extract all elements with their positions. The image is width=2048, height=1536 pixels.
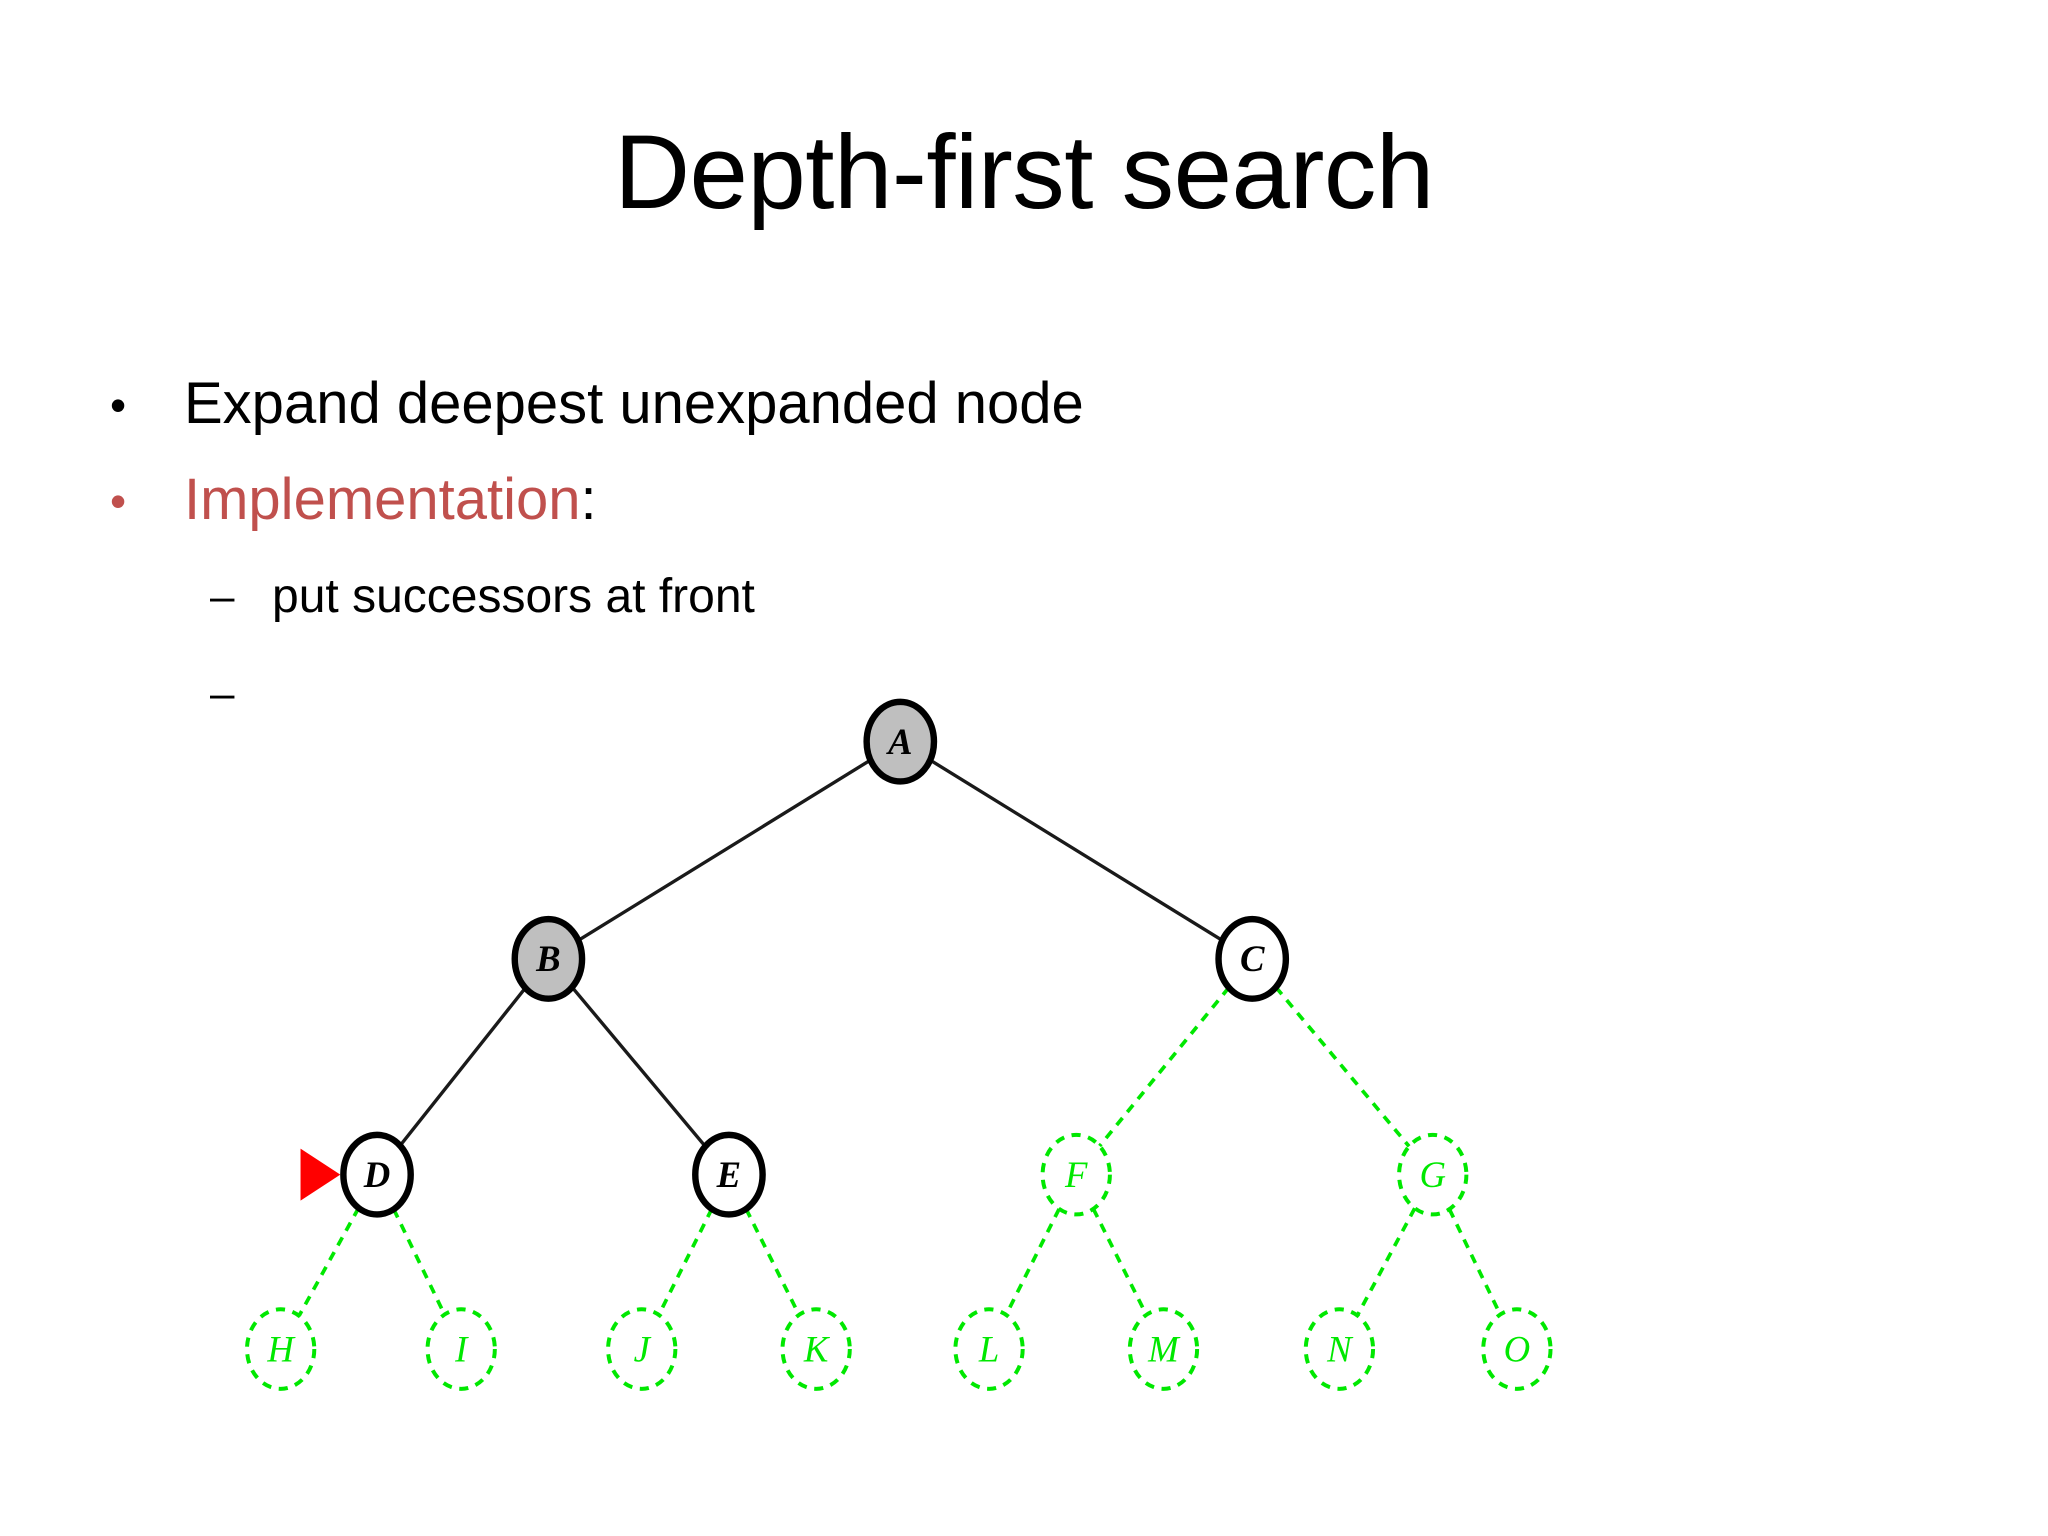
tree-node-H[interactable]: H [245,1307,317,1391]
node-shape-C [1215,915,1290,1002]
dash-marker-icon: – [210,571,235,621]
list-item: • Expand deepest unexpanded node [110,370,1910,438]
bullet-text-implementation-colon: : [580,467,597,533]
list-item: • Implementation: [110,466,1910,534]
list-item: – put successors at front [210,569,1910,624]
node-label-D: D [363,1154,391,1195]
node-label-K: K [803,1328,831,1369]
node-label-M: M [1147,1328,1181,1369]
node-label-B: B [535,938,561,979]
node-shape-F [1040,1132,1112,1217]
tree-node-D[interactable]: D [340,1131,414,1218]
node-label-L: L [978,1328,999,1369]
tree-node-M[interactable]: M [1127,1307,1200,1391]
tree-edge-A-B [577,758,872,942]
search-tree-svg: A B C D E F G H I J K L M N O [245,698,1553,1391]
tree-edge-D-H [297,1207,361,1317]
node-shape-O [1481,1307,1553,1391]
node-label-I: I [454,1328,469,1369]
tree-node-J[interactable]: J [606,1307,678,1391]
node-shape-L [953,1307,1025,1391]
tree-node-F[interactable]: F [1040,1132,1112,1217]
node-label-H: H [266,1328,296,1369]
tree-node-G[interactable]: G [1397,1132,1469,1217]
bullet-marker-icon: • [110,379,127,431]
node-shape-I [425,1307,497,1391]
tree-node-C[interactable]: C [1215,915,1290,1002]
search-tree-figure: A B C D E F G H I J K L M N O [120,575,1650,1505]
tree-node-L[interactable]: L [953,1307,1025,1391]
tree-edge-layer [297,758,1502,1317]
node-shape-D [340,1131,414,1218]
node-label-O: O [1504,1328,1531,1369]
tree-node-layer: A B C D E F G H I J K L M N O [245,698,1553,1391]
tree-edge-E-K [744,1208,801,1316]
node-shape-B [511,915,586,1002]
bullet-list: • Expand deepest unexpanded node • Imple… [110,370,1910,758]
node-shape-M [1127,1307,1200,1391]
tree-edge-E-J [657,1208,714,1316]
tree-edge-G-N [1355,1207,1417,1317]
page-title: Depth-first search [614,114,1434,231]
node-label-N: N [1326,1328,1354,1369]
tree-node-E[interactable]: E [692,1131,766,1218]
bullet-marker-icon: • [110,475,127,528]
node-shape-A [863,698,938,785]
tree-edge-F-L [1004,1208,1061,1316]
sub-bullet-list: – put successors at front – [210,569,1910,716]
current-node-pointer-icon [300,1148,341,1201]
tree-node-K[interactable]: K [780,1307,852,1391]
tree-node-O[interactable]: O [1481,1307,1553,1391]
node-label-G: G [1419,1154,1446,1195]
node-shape-E [692,1131,766,1218]
node-shape-G [1397,1132,1469,1217]
bullet-text-implementation: Implementation [184,467,581,533]
tree-edge-D-I [392,1208,447,1316]
dash-marker-icon: – [210,669,235,719]
sub-bullet-text-put-successors: put successors at front [272,569,755,623]
tree-node-I[interactable]: I [425,1307,497,1391]
node-label-F: F [1064,1154,1088,1195]
node-shape-N [1303,1307,1376,1391]
node-label-A: A [886,721,913,762]
node-shape-J [606,1307,678,1391]
bullet-text-expand-deepest: Expand deepest unexpanded node [184,371,1084,436]
tree-edge-A-C [929,758,1224,942]
node-label-J: J [634,1328,652,1369]
node-shape-H [245,1307,317,1391]
tree-edge-G-O [1447,1208,1502,1316]
list-item: – [210,666,1910,716]
tree-edge-C-F [1098,986,1231,1148]
tree-node-A[interactable]: A [863,698,938,785]
node-label-E: E [716,1154,742,1195]
tree-edge-C-G [1274,986,1411,1148]
tree-pointer-layer [300,1148,341,1201]
node-shape-K [780,1307,852,1391]
tree-node-N[interactable]: N [1303,1307,1376,1391]
node-label-C: C [1240,938,1265,979]
tree-edge-B-E [570,986,707,1148]
tree-edge-B-D [398,986,527,1147]
tree-edge-F-M [1091,1208,1148,1316]
tree-node-B[interactable]: B [511,915,586,1002]
